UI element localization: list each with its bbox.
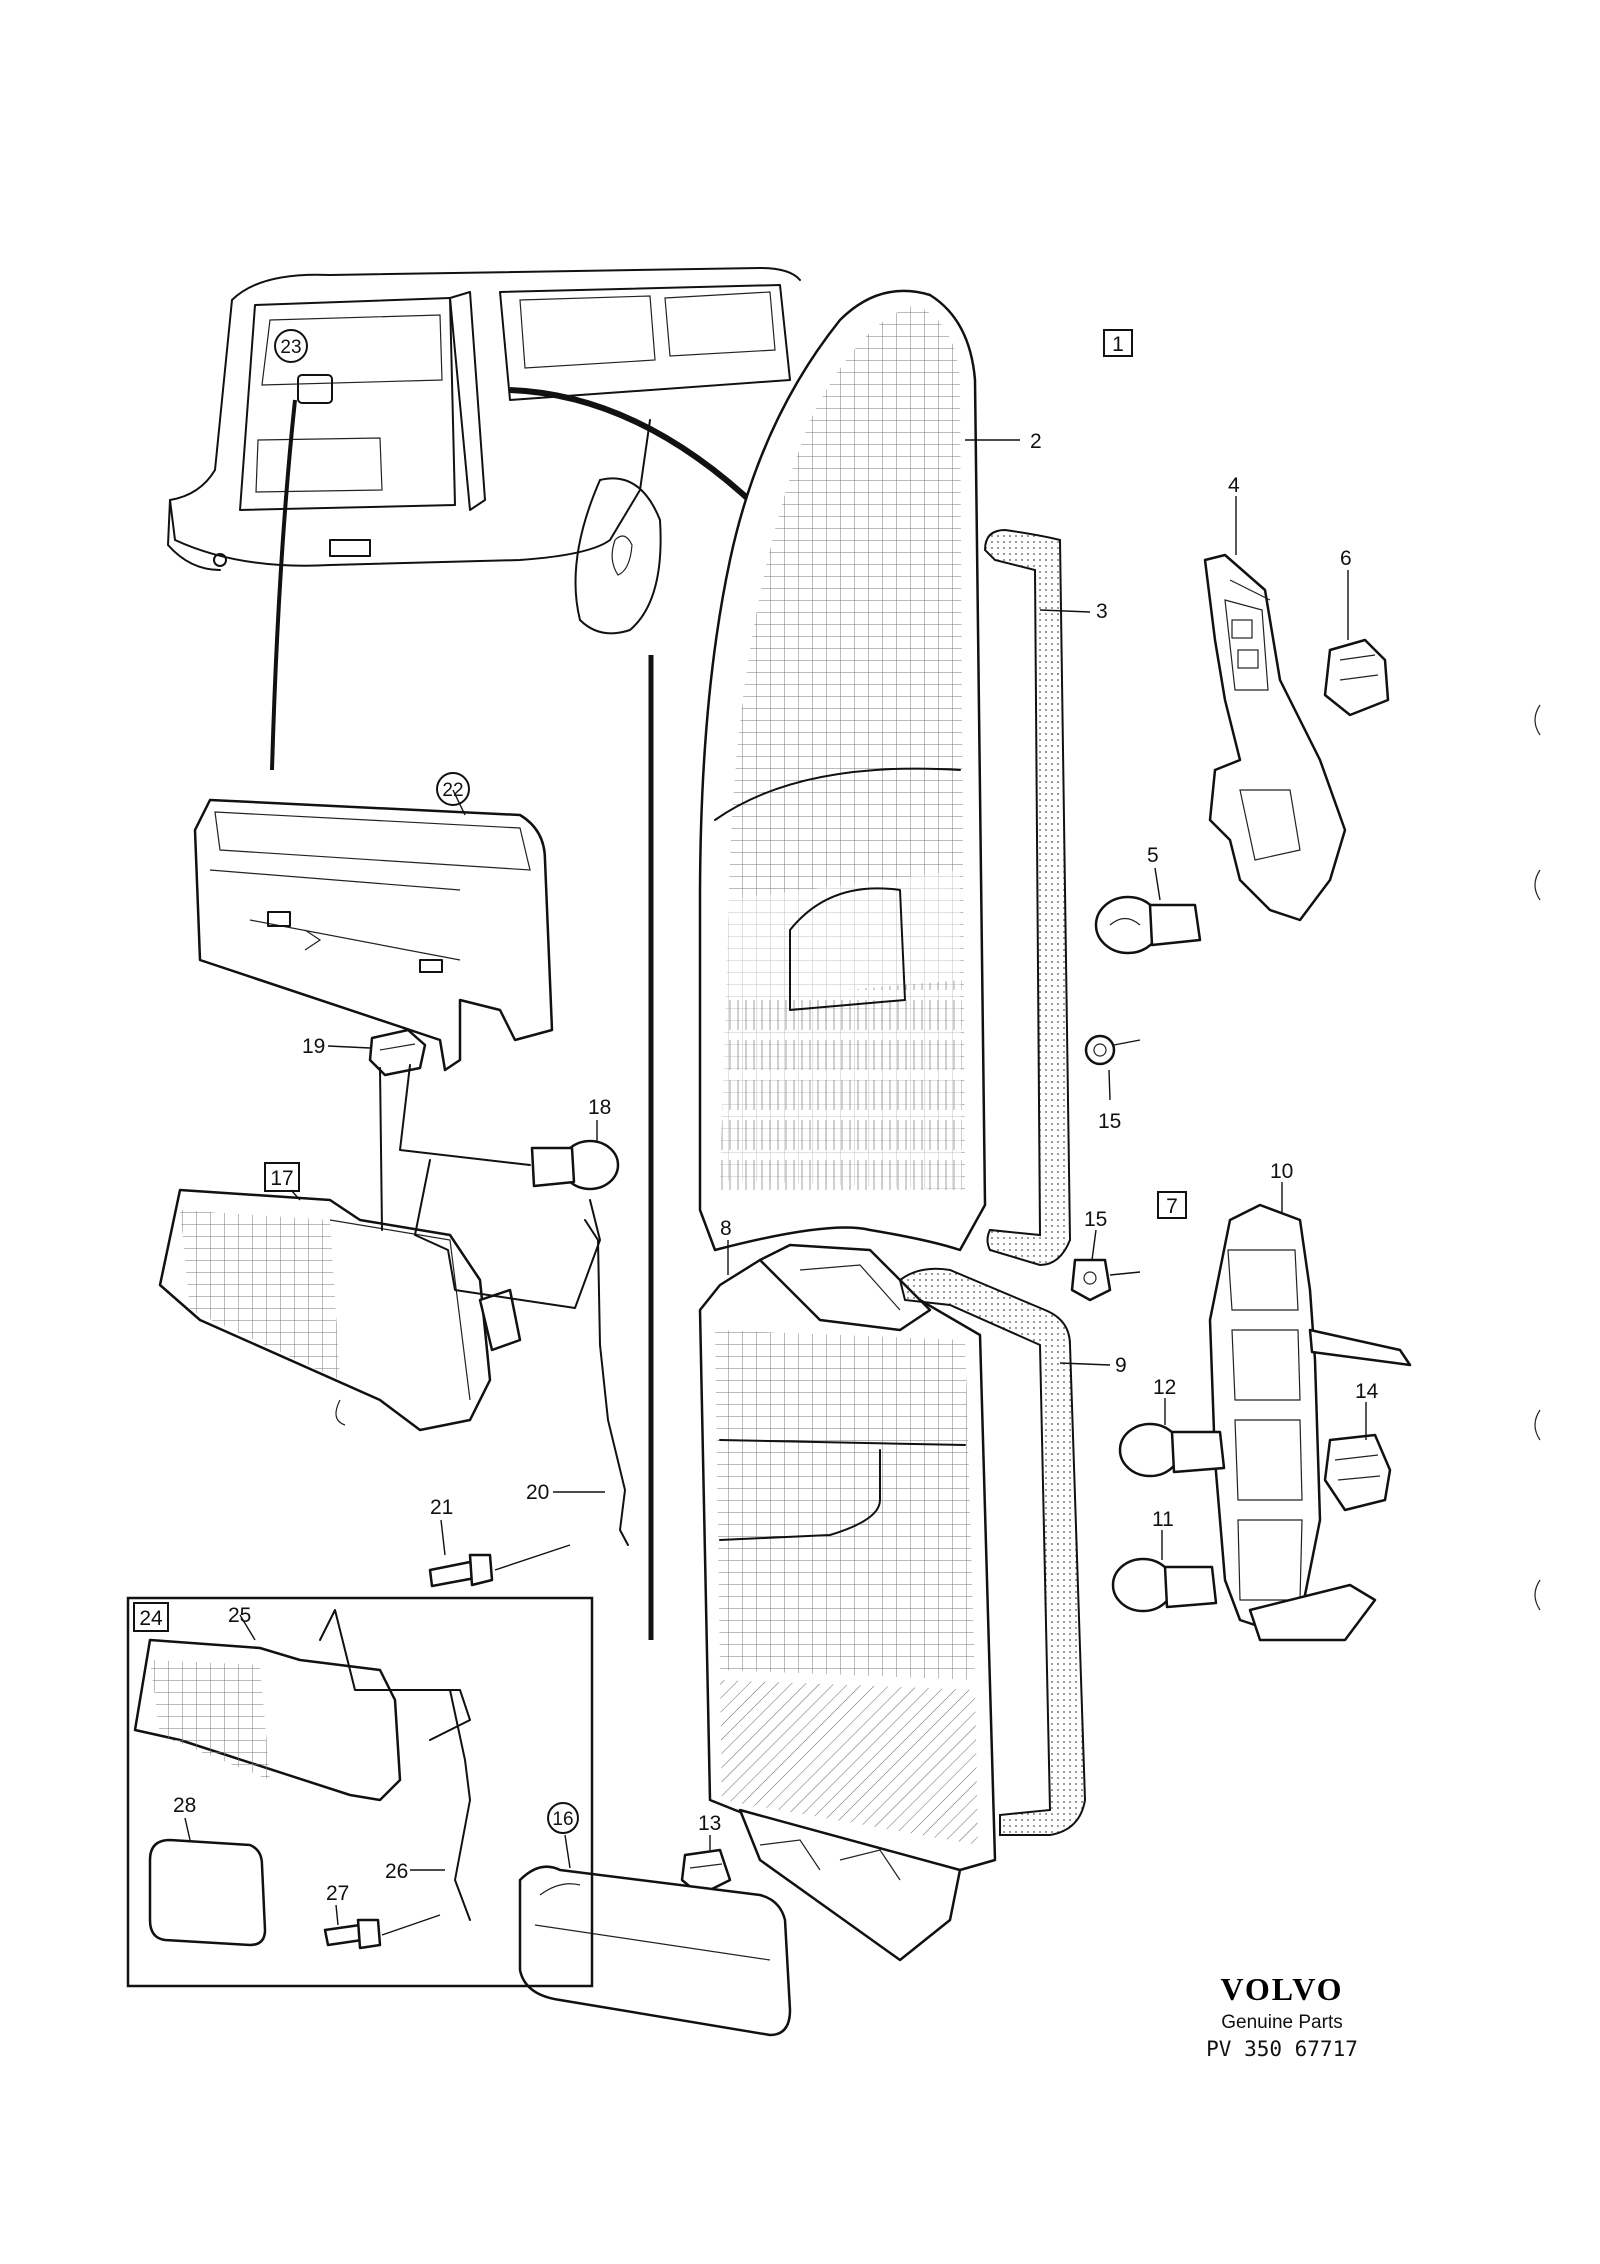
high-mounted-lamp bbox=[158, 1188, 522, 1432]
lens-gasket-upper bbox=[983, 528, 1072, 1267]
callout-26: 26 bbox=[385, 1860, 408, 1883]
bulb-socket-upper bbox=[1323, 638, 1390, 717]
callout-3: 3 bbox=[1096, 600, 1108, 623]
kit-24-box bbox=[126, 1596, 594, 1988]
callout-16: 16 bbox=[552, 1809, 573, 1830]
bulb-upper bbox=[1094, 895, 1202, 955]
bulb-socket-lower bbox=[1323, 1433, 1392, 1512]
screw-21 bbox=[428, 1544, 571, 1588]
callout-1: 1 bbox=[1112, 333, 1124, 356]
clip-lower bbox=[1070, 1258, 1141, 1302]
callout-6: 6 bbox=[1340, 547, 1352, 570]
callout-4: 4 bbox=[1228, 474, 1240, 497]
part-code: PV 350 67717 bbox=[1206, 2037, 1358, 2061]
callout-7: 7 bbox=[1166, 1195, 1178, 1218]
bulb-holder-lower bbox=[1208, 1203, 1412, 1642]
callout-8: 8 bbox=[720, 1217, 732, 1240]
callout-10: 10 bbox=[1270, 1160, 1293, 1183]
callout-25: 25 bbox=[228, 1604, 251, 1627]
clip-upper bbox=[1084, 1034, 1141, 1066]
callout-20: 20 bbox=[526, 1481, 549, 1504]
lamp-cover bbox=[193, 798, 554, 1072]
callout-23: 23 bbox=[280, 337, 301, 358]
callout-2: 2 bbox=[1030, 430, 1042, 453]
callout-18: 18 bbox=[588, 1096, 611, 1119]
callout-13: 13 bbox=[698, 1812, 721, 1835]
clip-13 bbox=[680, 1848, 732, 1897]
callout-17: 17 bbox=[270, 1167, 293, 1190]
bulb-12 bbox=[1118, 1422, 1226, 1478]
brand-subtitle: Genuine Parts bbox=[1221, 2012, 1342, 2033]
wire-spring bbox=[379, 1064, 629, 1546]
connector-19 bbox=[368, 1028, 427, 1077]
lens-gasket-lower bbox=[898, 1267, 1087, 1836]
callout-24: 24 bbox=[139, 1607, 163, 1630]
brand-name: VOLVO bbox=[1220, 1971, 1343, 2007]
car-rear-illustration bbox=[167, 267, 801, 1640]
brand-block: VOLVO Genuine Parts PV 350 67717 bbox=[1206, 1971, 1358, 2061]
callout-19: 19 bbox=[302, 1035, 325, 1058]
bulb-holder-upper bbox=[1203, 553, 1347, 922]
bulb-11 bbox=[1111, 1557, 1218, 1613]
margin-marks bbox=[1534, 704, 1541, 1611]
callout-9: 9 bbox=[1115, 1354, 1127, 1377]
callout-5: 5 bbox=[1147, 844, 1159, 867]
tail-lamp-lens-lower bbox=[698, 1243, 997, 1962]
callout-27: 27 bbox=[326, 1882, 349, 1905]
callout-21: 21 bbox=[430, 1496, 453, 1519]
callout-15-lower: 15 bbox=[1084, 1208, 1107, 1231]
callout-28: 28 bbox=[173, 1794, 196, 1817]
rear-reflector bbox=[518, 1865, 792, 2037]
callout-14: 14 bbox=[1355, 1380, 1379, 1403]
bulb-18 bbox=[530, 1139, 620, 1191]
callout-15-upper: 15 bbox=[1098, 1110, 1121, 1133]
callout-22: 22 bbox=[442, 780, 463, 801]
callout-labels: 1 2 3 4 5 6 7 8 9 10 11 12 13 14 15 15 1… bbox=[133, 329, 1379, 1905]
tail-lamp-lens-upper bbox=[698, 289, 987, 1252]
callout-12: 12 bbox=[1153, 1376, 1176, 1399]
leader-lines bbox=[184, 439, 1367, 1926]
callout-11: 11 bbox=[1152, 1508, 1174, 1531]
